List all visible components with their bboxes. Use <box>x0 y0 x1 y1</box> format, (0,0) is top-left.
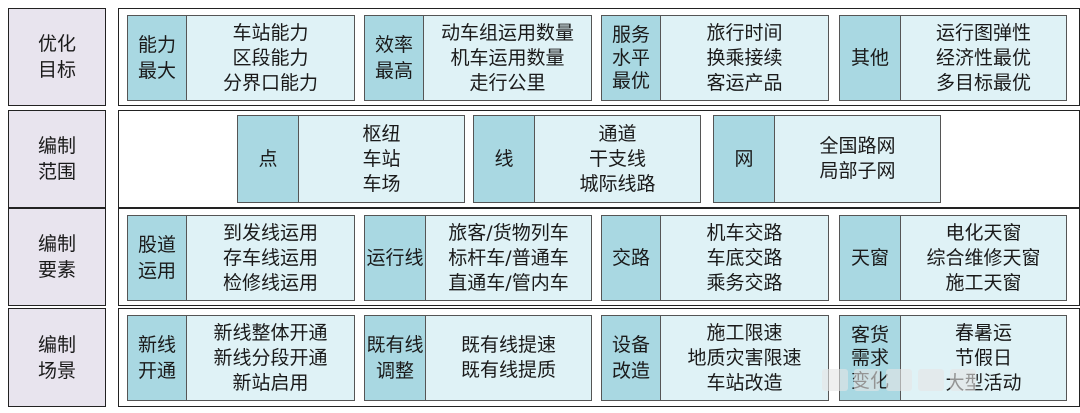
group-key: 运行线 <box>364 215 426 301</box>
group-item: 走行公里 <box>469 71 546 94</box>
group-values: 到发线运用 存车线运用 检修线运用 <box>187 215 355 301</box>
group-equipment-upgrade: 设备 改造 施工限速 地质灾害限速 车站改造 <box>601 315 829 401</box>
group-key: 新线 开通 <box>127 315 187 401</box>
group-item: 乘务交路 <box>706 271 783 294</box>
group-item: 全国路网 <box>819 135 896 157</box>
group-item: 电化天窗 <box>945 221 1022 244</box>
group-item: 存车线运用 <box>222 246 318 269</box>
group-item: 施工限速 <box>706 321 783 344</box>
group-values: 通道 干支线 城际线路 <box>535 115 701 203</box>
group-item: 春暑运 <box>954 321 1012 344</box>
group-network: 网 全国路网 局部子网 <box>713 115 941 203</box>
row-panel-optimization-goal: 能力 最大 车站能力 区段能力 分界口能力 效率 最高 动车组运用数量 机车运用… <box>118 8 1080 106</box>
group-values: 机车交路 车底交路 乘务交路 <box>661 215 829 301</box>
group-item: 地质灾害限速 <box>687 346 802 369</box>
group-capacity-max: 能力 最大 车站能力 区段能力 分界口能力 <box>127 15 355 101</box>
group-item: 枢纽 <box>362 122 401 145</box>
group-values: 全国路网 局部子网 <box>775 115 941 203</box>
group-other: 其他 运行图弹性 经济性最优 多目标最优 <box>839 15 1067 101</box>
group-item: 车底交路 <box>706 246 783 269</box>
row-panel-elements: 股道 运用 到发线运用 存车线运用 检修线运用 运行线 旅客/货物列车 标杆车/… <box>118 208 1080 306</box>
group-item: 综合维修天窗 <box>926 246 1041 269</box>
group-item: 施工天窗 <box>945 271 1022 294</box>
row-label-optimization-goal: 优化 目标 <box>8 8 106 106</box>
group-item: 区段能力 <box>232 46 309 69</box>
group-values: 电化天窗 综合维修天窗 施工天窗 <box>901 215 1067 301</box>
group-values: 既有线提速 既有线提质 <box>426 315 592 401</box>
group-service-level: 服务 水平 最优 旅行时间 换乘接续 客运产品 <box>601 15 829 101</box>
group-values: 旅行时间 换乘接续 客运产品 <box>661 15 829 101</box>
group-key: 其他 <box>839 15 901 101</box>
group-item: 分界口能力 <box>222 71 318 94</box>
group-maintenance-window: 天窗 电化天窗 综合维修天窗 施工天窗 <box>839 215 1067 301</box>
group-item: 城际线路 <box>579 172 656 195</box>
group-point: 点 枢纽 车站 车场 <box>237 115 465 203</box>
group-item: 换乘接续 <box>706 46 783 69</box>
row-label-scope: 编制 范围 <box>8 110 106 208</box>
group-line: 线 通道 干支线 城际线路 <box>473 115 701 203</box>
group-item: 局部子网 <box>819 160 896 182</box>
group-item: 经济性最优 <box>935 46 1031 69</box>
group-item: 节假日 <box>954 346 1012 369</box>
group-item: 车站能力 <box>232 21 309 44</box>
group-new-line: 新线 开通 新线整体开通 新线分段开通 新站启用 <box>127 315 355 401</box>
group-key: 服务 水平 最优 <box>601 15 661 101</box>
group-values: 旅客/货物列车 标杆车/普通车 直通车/管内车 <box>426 215 592 301</box>
group-item: 动车组运用数量 <box>440 21 574 44</box>
group-track-usage: 股道 运用 到发线运用 存车线运用 检修线运用 <box>127 215 355 301</box>
group-key: 设备 改造 <box>601 315 661 401</box>
group-item: 运行图弹性 <box>935 21 1031 44</box>
group-item: 客运产品 <box>706 71 783 94</box>
group-values: 动车组运用数量 机车运用数量 走行公里 <box>424 15 592 101</box>
group-key: 点 <box>237 115 299 203</box>
group-item: 既有线提质 <box>460 359 556 381</box>
group-item: 新站启用 <box>232 371 309 394</box>
watermark-block <box>950 369 976 391</box>
group-key: 股道 运用 <box>127 215 187 301</box>
group-values: 车站能力 区段能力 分界口能力 <box>187 15 355 101</box>
diagram: 优化 目标 能力 最大 车站能力 区段能力 分界口能力 效率 最高 动车组运用数… <box>4 4 1080 409</box>
group-item: 旅客/货物列车 <box>448 221 569 244</box>
group-item: 车站改造 <box>706 371 783 394</box>
watermark-block <box>822 369 848 391</box>
group-values: 施工限速 地质灾害限速 车站改造 <box>661 315 829 401</box>
group-item: 直通车/管内车 <box>448 271 569 294</box>
group-item: 多目标最优 <box>935 71 1031 94</box>
row-label-elements: 编制 要素 <box>8 208 106 306</box>
group-key: 交路 <box>601 215 661 301</box>
group-train-path: 运行线 旅客/货物列车 标杆车/普通车 直通车/管内车 <box>364 215 592 301</box>
group-key: 效率 最高 <box>364 15 424 101</box>
group-item: 新线整体开通 <box>213 321 328 344</box>
group-key: 既有线 调整 <box>364 315 426 401</box>
group-item: 干支线 <box>588 147 646 170</box>
group-item: 标杆车/普通车 <box>448 246 569 269</box>
group-item: 车场 <box>362 172 401 195</box>
row-panel-scenario: 新线 开通 新线整体开通 新线分段开通 新站启用 既有线 调整 既有线提速 既有… <box>118 308 1080 407</box>
group-key: 天窗 <box>839 215 901 301</box>
group-item: 通道 <box>598 122 637 145</box>
group-routing: 交路 机车交路 车底交路 乘务交路 <box>601 215 829 301</box>
group-item: 机车运用数量 <box>450 46 565 69</box>
watermark-overlay <box>822 360 1072 400</box>
group-efficiency-max: 效率 最高 动车组运用数量 机车运用数量 走行公里 <box>364 15 592 101</box>
group-item: 既有线提速 <box>460 334 556 356</box>
group-item: 检修线运用 <box>222 271 318 294</box>
row-label-scenario: 编制 场景 <box>8 308 106 407</box>
watermark-block <box>918 369 944 391</box>
row-panel-scope: 点 枢纽 车站 车场 线 通道 干支线 城际线路 网 全国路网 局部子网 <box>118 110 1080 208</box>
watermark-block <box>854 369 880 391</box>
group-item: 到发线运用 <box>222 221 318 244</box>
group-item: 旅行时间 <box>706 21 783 44</box>
group-item: 机车交路 <box>706 221 783 244</box>
group-values: 新线整体开通 新线分段开通 新站启用 <box>187 315 355 401</box>
group-key: 网 <box>713 115 775 203</box>
group-key: 能力 最大 <box>127 15 187 101</box>
group-existing-line: 既有线 调整 既有线提速 既有线提质 <box>364 315 592 401</box>
group-item: 车站 <box>362 147 401 170</box>
group-values: 枢纽 车站 车场 <box>299 115 465 203</box>
group-values: 运行图弹性 经济性最优 多目标最优 <box>901 15 1067 101</box>
group-key: 线 <box>473 115 535 203</box>
group-item: 新线分段开通 <box>213 346 328 369</box>
watermark-block <box>886 369 912 391</box>
